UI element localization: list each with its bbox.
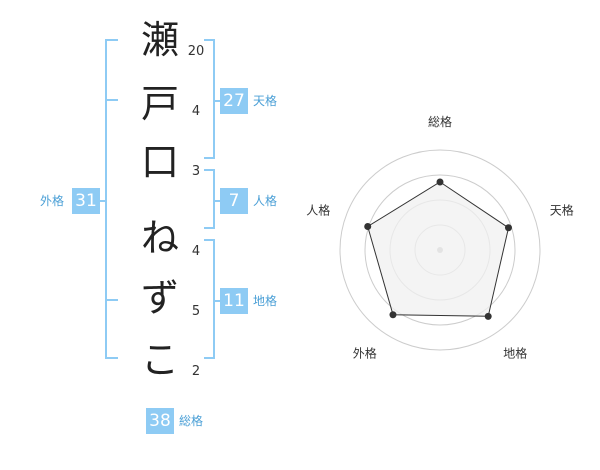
radar-axis-label: 地格 — [503, 346, 527, 361]
radar-polygon — [367, 181, 510, 317]
soukaku-value: 38 — [146, 408, 174, 434]
radar-point — [436, 178, 444, 186]
gaikaku-bracket — [105, 39, 118, 359]
stroke-count: 4 — [191, 244, 201, 259]
name-char: 瀬 — [140, 18, 179, 62]
name-char: ず — [140, 276, 179, 320]
gaikaku-label: 外格 — [40, 194, 65, 208]
tenkaku-label: 天格 — [253, 94, 278, 108]
chikaku-value: 11 — [220, 288, 248, 314]
name-char: ね — [140, 216, 179, 260]
stroke-count: 4 — [191, 104, 201, 119]
name-char: 口 — [140, 140, 179, 184]
stroke-count: 5 — [191, 304, 201, 319]
chikaku-bracket — [204, 239, 215, 359]
radar-axis-label: 人格 — [306, 202, 330, 217]
tenkaku-value: 27 — [220, 88, 248, 114]
radar-point — [484, 312, 492, 320]
chikaku-label: 地格 — [253, 294, 278, 308]
radar-ring — [339, 149, 541, 351]
stroke-count: 20 — [187, 44, 205, 59]
radar-axis-label: 外格 — [353, 346, 377, 361]
stroke-count: 2 — [191, 364, 201, 379]
radar-point — [389, 311, 397, 319]
jinkaku-bracket — [204, 169, 215, 229]
name-char: 戸 — [140, 82, 179, 126]
radar-axis-label: 天格 — [550, 202, 574, 217]
tenkaku-bracket — [204, 39, 215, 159]
soukaku-label: 総格 — [179, 414, 204, 428]
radar-point — [364, 223, 372, 231]
jinkaku-value: 7 — [220, 188, 248, 214]
name-char: こ — [140, 338, 179, 382]
gaikaku-value: 31 — [72, 188, 100, 214]
stroke-count: 3 — [191, 164, 201, 179]
jinkaku-label: 人格 — [253, 194, 278, 208]
radar-ring — [364, 174, 516, 326]
radar-axis-label: 総格 — [428, 114, 452, 129]
radar-point — [504, 224, 512, 232]
